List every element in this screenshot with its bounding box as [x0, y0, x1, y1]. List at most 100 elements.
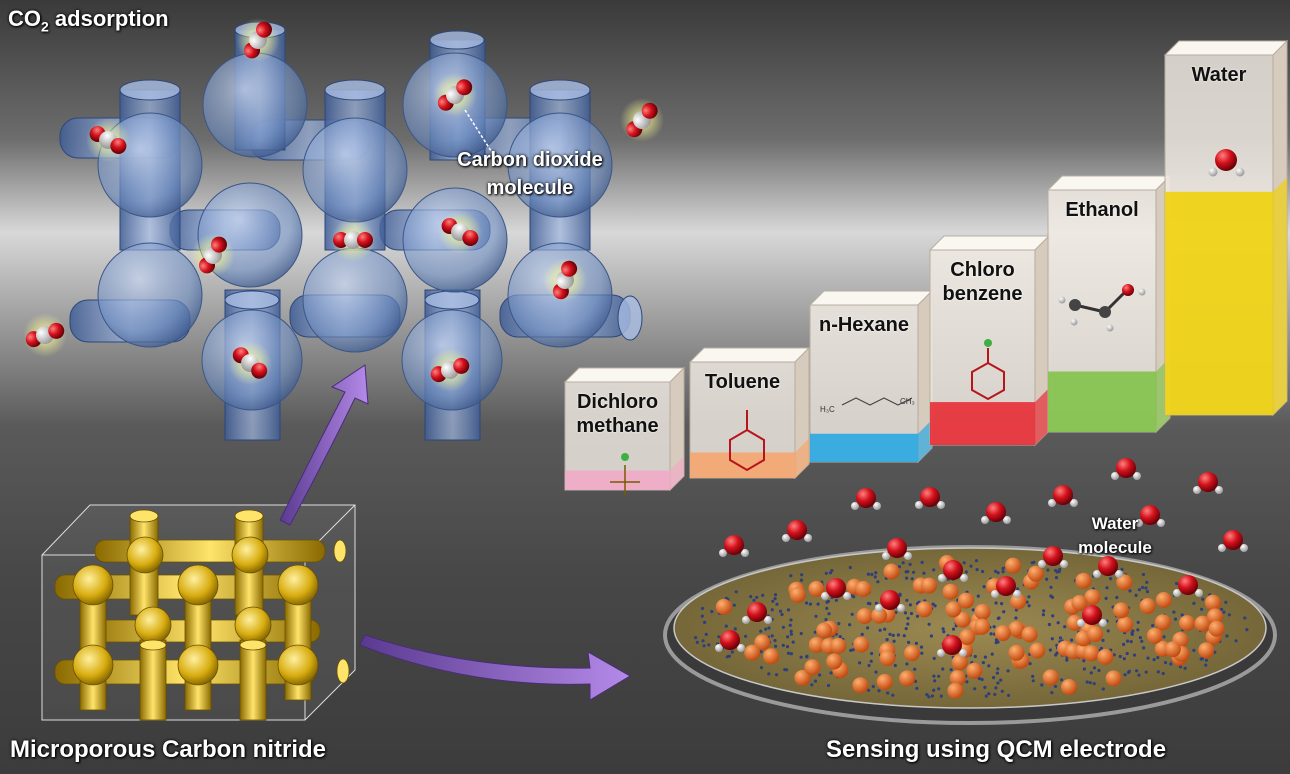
electrode-dot: [1046, 568, 1050, 572]
electrode-dot: [1002, 610, 1006, 614]
electrode-dot: [814, 614, 818, 618]
electrode-dot: [1000, 689, 1004, 693]
electrode-dot: [730, 650, 734, 654]
electrode-particle: [1194, 615, 1211, 632]
electrode-dot: [1042, 609, 1046, 613]
bar-chlorobenzene: [928, 234, 1051, 447]
electrode-particle: [853, 636, 870, 653]
electrode-dot: [962, 561, 966, 565]
electrode-particle: [794, 669, 811, 686]
electrode-dot: [767, 626, 771, 630]
electrode-dot: [724, 624, 728, 628]
electrode-particle: [1084, 589, 1101, 606]
electrode-dot: [905, 662, 909, 666]
electrode-dot: [774, 644, 778, 648]
electrode-dot: [915, 686, 919, 691]
electrode-particle: [1066, 614, 1083, 631]
electrode-dot: [785, 645, 790, 649]
electrode-dot: [983, 655, 988, 659]
electrode-particle: [1116, 574, 1133, 591]
water-molecule: [882, 538, 912, 560]
ethanol-structure: [1058, 284, 1146, 332]
electrode-dot: [1070, 638, 1074, 642]
electrode-particle: [1113, 602, 1130, 619]
electrode-dot: [990, 652, 994, 656]
electrode-dot: [973, 687, 977, 691]
electrode-dot: [1122, 642, 1126, 647]
electrode-dot: [905, 598, 909, 602]
electrode-dot: [805, 654, 809, 658]
electrode-particle: [1105, 670, 1122, 687]
electrode-dot: [874, 601, 879, 605]
electrode-dot: [810, 683, 814, 687]
electrode-dot: [1054, 576, 1059, 580]
electrode-dot: [1001, 570, 1005, 574]
electrode-dot: [1128, 589, 1132, 593]
electrode-particle: [1139, 598, 1156, 614]
electrode-dot: [941, 667, 945, 671]
electrode-dot: [788, 623, 792, 627]
electrode-dot: [1138, 636, 1142, 640]
electrode-particle: [945, 601, 962, 618]
electrode-dot: [1162, 635, 1166, 639]
electrode-dot: [907, 640, 911, 645]
electrode-dot: [813, 630, 817, 634]
electrode-dot: [1201, 597, 1205, 601]
solvent-response-bars: [563, 39, 1289, 492]
hexane-formula-right: CH₃: [900, 397, 915, 406]
electrode-dot: [695, 640, 699, 645]
electrode-dot: [1112, 653, 1116, 657]
bar-label-ethanol: Ethanol: [1048, 198, 1156, 222]
water-molecule: [1193, 472, 1223, 494]
electrode-dot: [892, 639, 896, 643]
bar-dichloromethane-fill: [565, 470, 670, 490]
electrode-dot: [764, 627, 768, 631]
electrode-particle: [1021, 626, 1038, 643]
water-molecule: [851, 488, 881, 510]
electrode-dot: [1225, 634, 1229, 638]
electrode-dot: [1142, 646, 1146, 650]
water-molecule: [1135, 505, 1165, 527]
electrode-dot: [1122, 657, 1126, 661]
electrode-dot: [1151, 624, 1155, 628]
electrode-dot: [1027, 604, 1031, 608]
chlorobenzene-ring: [971, 339, 1005, 401]
electrode-dot: [808, 602, 813, 606]
electrode-dot: [965, 680, 969, 684]
electrode-dot: [1041, 613, 1045, 617]
electrode-dot: [732, 603, 736, 607]
electrode-dot: [870, 651, 874, 656]
bar-toluene: [688, 346, 811, 480]
qcm-sensing-title: Sensing using QCM electrode: [826, 736, 1167, 763]
bar-label-ethanol-line1: Ethanol: [1065, 199, 1139, 221]
bar-label-n-hexane-line1: n-Hexane: [818, 314, 910, 336]
electrode-dot: [994, 601, 998, 605]
co2-subscript: 2: [41, 18, 49, 35]
electrode-dot: [933, 604, 937, 608]
bar-label-toluene-line1: Toluene: [704, 371, 781, 393]
electrode-dot: [1031, 674, 1035, 679]
electrode-dot: [976, 594, 980, 598]
electrode-dot: [904, 570, 908, 574]
electrode-dot: [874, 571, 878, 575]
electrode-dot: [1129, 640, 1133, 644]
electrode-dot: [1025, 600, 1029, 604]
electrode-particle: [1154, 614, 1171, 631]
electrode-particle: [1008, 621, 1025, 637]
electrode-particle: [1027, 565, 1044, 582]
electrode-dot: [770, 608, 774, 612]
water-molecule: [715, 630, 745, 652]
electrode-dot: [1161, 671, 1165, 676]
electrode-dot: [886, 691, 890, 695]
electrode-dot: [867, 663, 871, 668]
bar-toluene-top: [688, 347, 811, 363]
electrode-dot: [937, 674, 941, 678]
electrode-dot: [893, 663, 897, 668]
electrode-dot: [799, 655, 803, 659]
bar-label-toluene: Toluene: [690, 370, 795, 394]
electrode-dot: [759, 666, 764, 670]
electrode-particle: [1117, 616, 1133, 633]
electrode-dot: [994, 641, 998, 645]
